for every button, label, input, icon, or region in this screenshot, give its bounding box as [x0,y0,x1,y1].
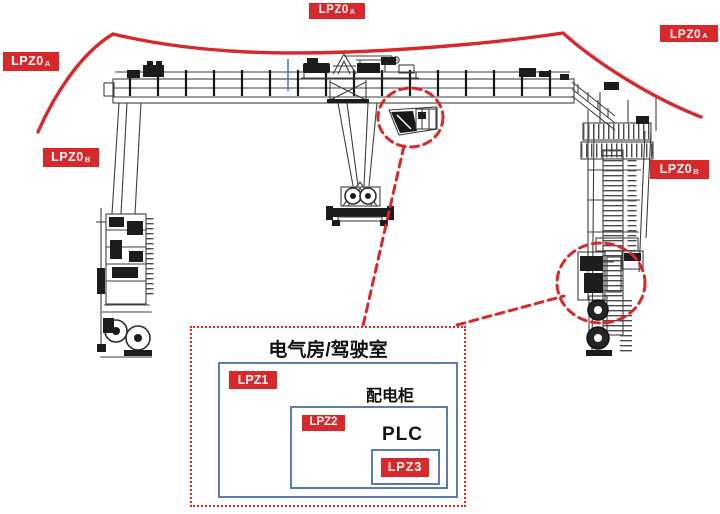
right-leg [571,81,657,356]
electrical-room-box: LPZ1 配电柜 LPZ2 PLC LPZ3 [218,362,458,498]
main-girder [103,59,575,104]
leader-line-bogie [455,294,566,327]
left-leg [96,102,154,358]
lpz2-badge: LPZ2 [302,415,345,431]
leader-line-cab [361,144,406,328]
zone-label-subscript: B [693,166,700,176]
zone-label-subscript: A [349,8,356,17]
plc-title: PLC [382,424,423,445]
inset-title: 电气房/驾驶室 [268,340,388,361]
lpz-detail-inset: 电气房/驾驶室 LPZ1 配电柜 LPZ2 PLC LPZ3 [190,326,466,507]
zone-label-text: LPZ0 [659,162,693,177]
hoist-spreader [326,102,394,226]
operator-cab [388,106,438,136]
zone-label-text: LPZ0 [11,54,44,69]
trolley [301,52,419,103]
lpz3-badge: LPZ3 [381,458,429,477]
cab-highlight-circle [376,86,445,149]
cabinet-title: 配电柜 [366,388,415,405]
zone-label-subscript: A [702,30,709,40]
zone-label-text: LPZ0 [318,4,349,17]
zone-label-text: LPZ0 [51,150,84,165]
distribution-cabinet-box: LPZ2 PLC LPZ3 [290,406,448,489]
zone-label-subscript: A [44,58,51,68]
lpz-boundary-curve [36,31,703,134]
bogie-highlight-circle [555,241,647,325]
lpz1-badge: LPZ1 [229,371,277,389]
zone-label-text: LPZ0 [669,26,702,41]
plc-box: LPZ3 [371,449,440,485]
zone-label-subscript: B [84,154,91,164]
